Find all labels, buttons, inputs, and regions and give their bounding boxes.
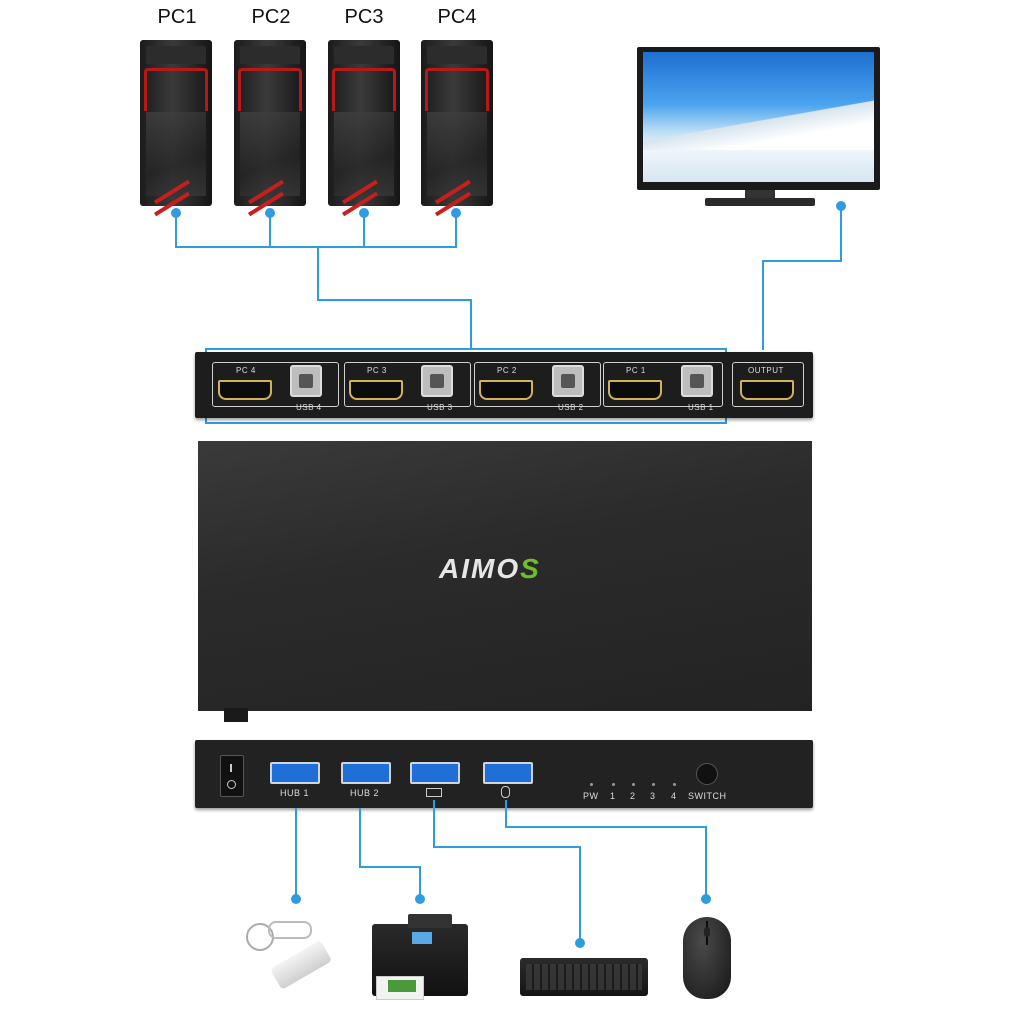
- led-1-label: 1: [610, 791, 616, 801]
- keyboard-wire-down: [579, 846, 581, 942]
- usb3-b-port-icon: [421, 365, 453, 397]
- pc2-wire: [269, 212, 271, 248]
- led-2: [632, 783, 635, 786]
- port-group-pc2: [474, 362, 601, 407]
- switch-label: SWITCH: [688, 791, 727, 801]
- mouse-usb-port-icon: [483, 762, 533, 784]
- keyboard-wire-vertical: [433, 800, 435, 848]
- printer-icon: [368, 910, 472, 1002]
- pc-to-panel-wire: [470, 299, 472, 349]
- pc1-label: PC1: [157, 6, 197, 28]
- pc4-hdmi-port-icon: [218, 380, 272, 400]
- pc1-port-label: PC 1: [626, 366, 646, 375]
- pc-trunk-wire: [317, 246, 319, 301]
- hub1-usb-port-icon: [270, 762, 320, 784]
- keyboard-port-icon: [426, 788, 442, 797]
- pc1-tower-icon: [140, 40, 212, 217]
- led-pw-label: PW: [583, 791, 599, 801]
- led-pw: [590, 783, 593, 786]
- usb2-port-label: USB 2: [558, 403, 584, 412]
- led-2-label: 2: [630, 791, 636, 801]
- output-hdmi-port-icon: [740, 380, 794, 400]
- led-4-label: 4: [671, 791, 677, 801]
- hub2-wire-vertical: [359, 808, 361, 868]
- usb1-port-label: USB 1: [688, 403, 714, 412]
- input-highlight-top: [205, 348, 727, 350]
- usb1-b-port-icon: [681, 365, 713, 397]
- mouse-icon: [683, 917, 731, 999]
- led-3-label: 3: [650, 791, 656, 801]
- pc3-tower-icon: [328, 40, 400, 217]
- pc3-hdmi-port-icon: [349, 380, 403, 400]
- hub1-label: HUB 1: [280, 788, 310, 798]
- monitor-stand: [705, 198, 815, 206]
- mouse-port-icon: [501, 786, 510, 798]
- mouse-wire-down: [705, 826, 707, 898]
- usb3-port-label: USB 3: [427, 403, 453, 412]
- led-4: [673, 783, 676, 786]
- pc2-label: PC2: [251, 6, 291, 28]
- hub2-wire-down: [419, 866, 421, 898]
- pc-bus-wire: [175, 246, 457, 248]
- output-port-label: OUTPUT: [748, 366, 784, 375]
- monitor-wire-vertical: [840, 205, 842, 262]
- pc4-wire: [455, 212, 457, 248]
- monitor-neck: [745, 190, 775, 200]
- monitor-icon: [637, 47, 880, 190]
- monitor-wire-horizontal: [762, 260, 842, 262]
- pc3-port-label: PC 3: [367, 366, 387, 375]
- pc4-label: PC4: [437, 6, 477, 28]
- hub2-usb-port-icon: [341, 762, 391, 784]
- hub2-wire-horizontal: [359, 866, 421, 868]
- keyboard-usb-port-icon: [410, 762, 460, 784]
- switch-button[interactable]: [696, 763, 718, 785]
- pc3-label: PC3: [344, 6, 384, 28]
- keyboard-wire-horizontal: [433, 846, 581, 848]
- keyboard-icon: [520, 958, 648, 996]
- kvm-switch-body: [198, 441, 812, 711]
- pc-trunk-horizontal-wire: [317, 299, 472, 301]
- pc2-hdmi-port-icon: [479, 380, 533, 400]
- mouse-wire-horizontal: [505, 826, 707, 828]
- usb4-port-label: USB 4: [296, 403, 322, 412]
- led-1: [612, 783, 615, 786]
- brand-logo: AIMOS: [439, 553, 541, 584]
- pc3-wire: [363, 212, 365, 248]
- pc2-port-label: PC 2: [497, 366, 517, 375]
- port-group-pc1: [603, 362, 723, 407]
- mouse-wire-vertical: [505, 800, 507, 828]
- usb4-b-port-icon: [290, 365, 322, 397]
- mouse-connector-dot: [701, 894, 711, 904]
- monitor-wire-down: [762, 260, 764, 350]
- port-group-output: [732, 362, 804, 407]
- usb2-b-port-icon: [552, 365, 584, 397]
- hub2-connector-dot: [415, 894, 425, 904]
- power-switch-icon: [220, 755, 244, 797]
- hub1-wire: [295, 808, 297, 898]
- keyboard-connector-dot: [575, 938, 585, 948]
- port-group-pc3: [344, 362, 471, 407]
- port-group-pc4: [212, 362, 339, 407]
- pc1-wire: [175, 212, 177, 248]
- left-foot: [224, 708, 248, 722]
- input-highlight-bottom: [205, 422, 727, 424]
- pc1-hdmi-port-icon: [608, 380, 662, 400]
- pc4-tower-icon: [421, 40, 493, 217]
- pc2-tower-icon: [234, 40, 306, 217]
- hub2-label: HUB 2: [350, 788, 380, 798]
- led-3: [652, 783, 655, 786]
- usb-flash-drive-icon: [242, 915, 333, 997]
- pc4-port-label: PC 4: [236, 366, 256, 375]
- hub1-connector-dot: [291, 894, 301, 904]
